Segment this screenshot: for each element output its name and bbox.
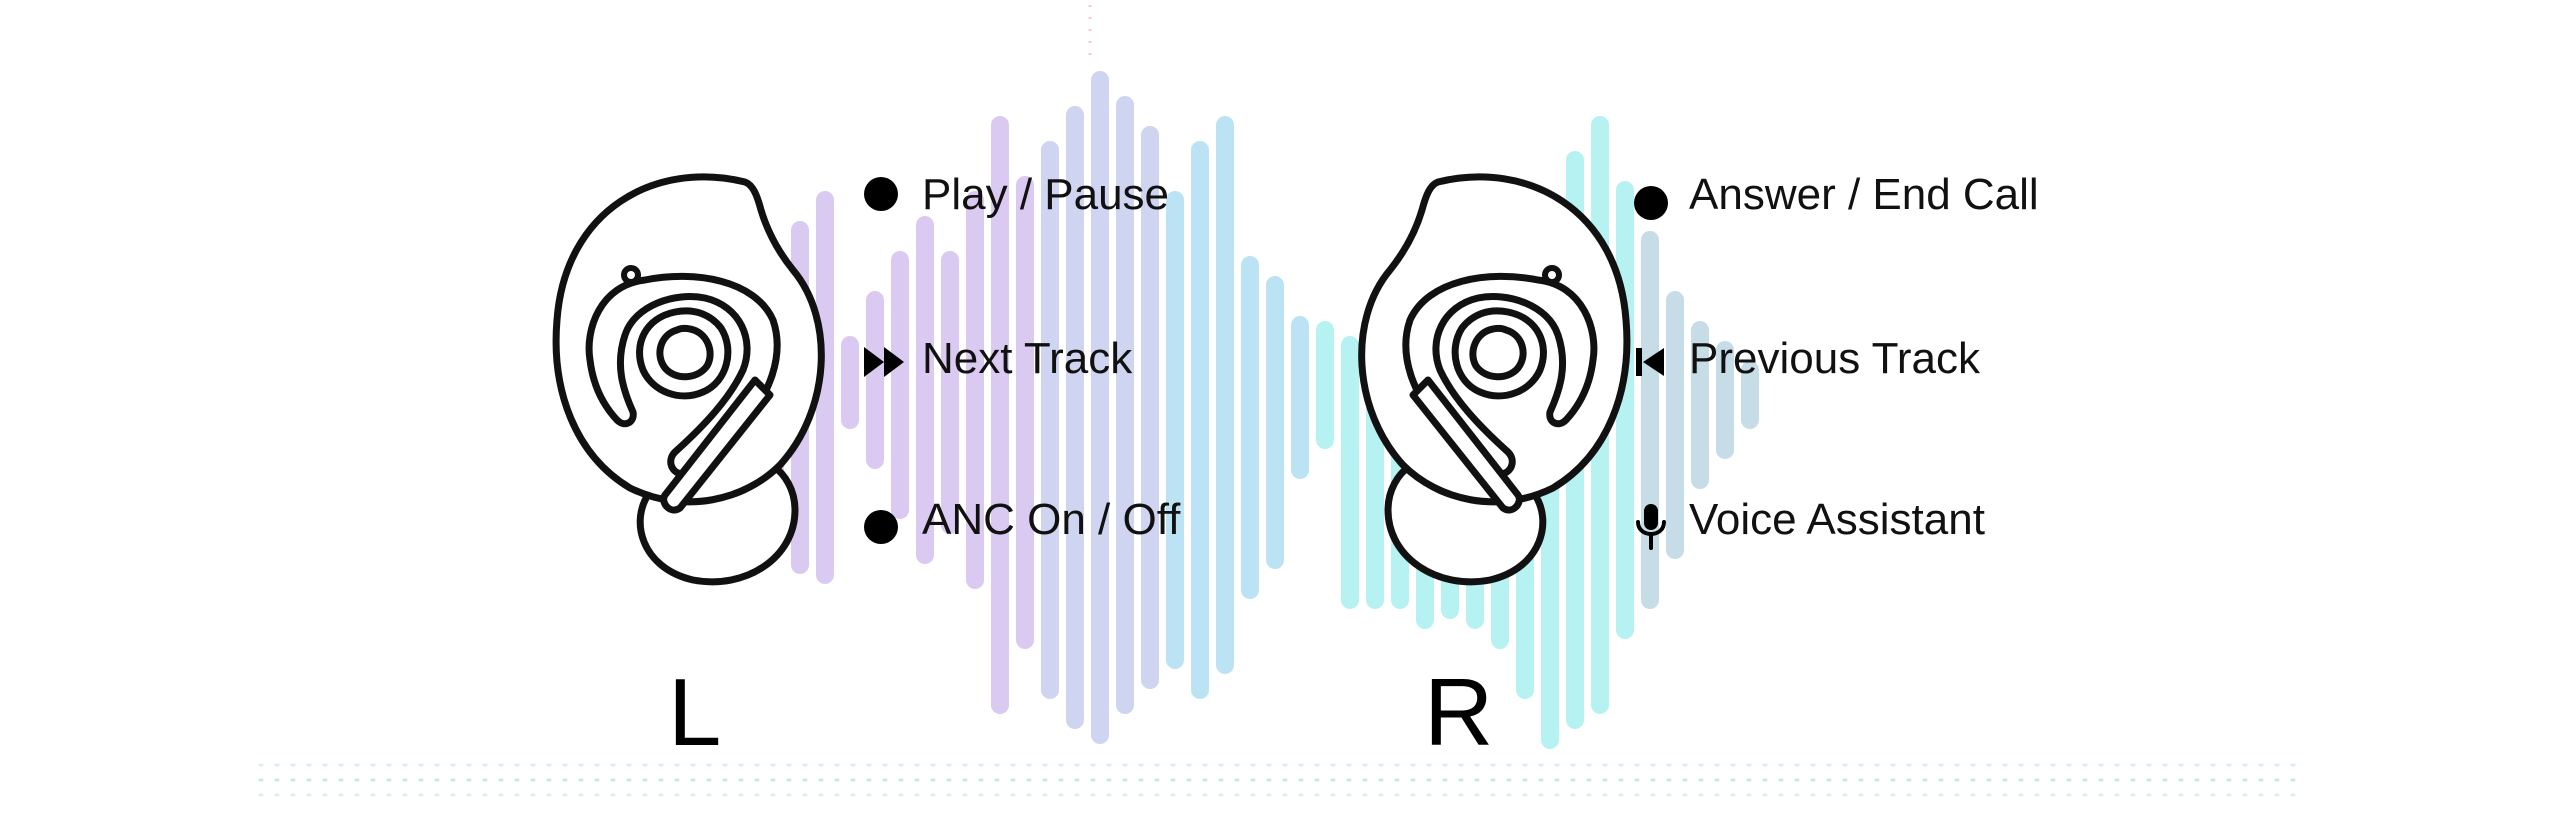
left-control-label: Play / Pause bbox=[922, 170, 1170, 219]
right-side-label: R bbox=[1424, 659, 1494, 766]
right-earbud-icon bbox=[1358, 173, 1631, 586]
left-side-label: L bbox=[668, 659, 722, 766]
dot-icon bbox=[1634, 186, 1668, 220]
microphone-icon bbox=[1636, 504, 1666, 550]
dot-icon bbox=[864, 510, 898, 544]
fast-forward-icon bbox=[864, 347, 904, 377]
left-control-label: ANC On / Off bbox=[922, 495, 1181, 544]
dot-icon bbox=[864, 177, 898, 211]
right-control-label: Answer / End Call bbox=[1689, 170, 2039, 219]
skip-back-icon bbox=[1636, 348, 1664, 376]
right-control-label: Previous Track bbox=[1689, 334, 1980, 383]
left-earbud-icon bbox=[552, 173, 825, 586]
right-control-label: Voice Assistant bbox=[1689, 495, 1985, 544]
left-control-label: Next Track bbox=[922, 334, 1133, 383]
